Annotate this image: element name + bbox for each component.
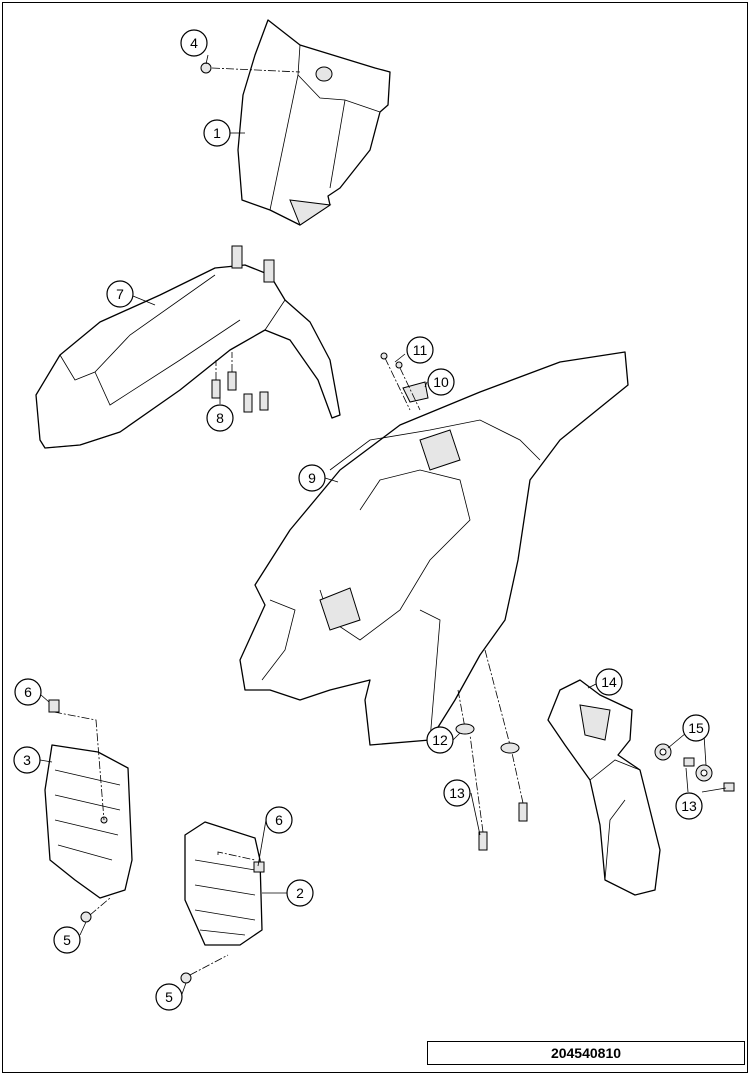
svg-text:6: 6	[24, 684, 32, 700]
svg-text:1: 1	[213, 125, 221, 141]
callout-10: 10	[427, 368, 455, 396]
callout-2: 2	[286, 879, 314, 907]
callout-6b: 6	[265, 806, 293, 834]
callout-5a: 5	[53, 926, 81, 954]
leader-15b	[703, 734, 707, 766]
svg-text:5: 5	[165, 989, 173, 1005]
svg-text:13: 13	[681, 798, 697, 814]
svg-text:13: 13	[449, 785, 465, 801]
callout-12: 12	[426, 726, 454, 754]
part-washers-15-13	[654, 743, 735, 792]
callout-15: 15	[682, 714, 710, 742]
callout-7: 7	[106, 280, 134, 308]
leader-4	[205, 54, 209, 65]
leader-14	[587, 683, 597, 689]
part-rear-fender	[239, 351, 629, 746]
leader-7	[132, 295, 156, 306]
callout-13b: 13	[675, 792, 703, 820]
callout-3: 3	[13, 746, 41, 774]
svg-text:5: 5	[63, 932, 71, 948]
svg-text:9: 9	[308, 470, 316, 486]
document-number-box: 204540810	[427, 1041, 745, 1065]
callout-8: 8	[206, 404, 234, 432]
part-bracket-10-11	[380, 352, 429, 411]
svg-text:2: 2	[296, 885, 304, 901]
part-number-plate	[237, 19, 391, 226]
svg-text:6: 6	[275, 812, 283, 828]
leader-13c	[701, 787, 727, 793]
leader-3	[39, 759, 53, 763]
part-grommets-12-13	[455, 723, 528, 851]
svg-text:14: 14	[601, 674, 617, 690]
part-radiator-shroud-left	[44, 699, 133, 923]
callout-1: 1	[203, 119, 231, 147]
svg-text:4: 4	[190, 35, 198, 51]
leader-6a	[40, 694, 50, 703]
svg-text:7: 7	[116, 286, 124, 302]
callout-4: 4	[180, 29, 208, 57]
svg-text:12: 12	[432, 732, 448, 748]
callout-11: 11	[406, 336, 434, 364]
leader-12	[452, 732, 461, 741]
svg-text:15: 15	[688, 720, 704, 736]
svg-text:8: 8	[216, 410, 224, 426]
leader-15a	[667, 732, 687, 749]
leader-9	[324, 477, 339, 483]
leader-13a	[470, 792, 481, 836]
leader-10	[424, 381, 428, 388]
leader-6b	[257, 819, 267, 867]
part-screws-8	[211, 352, 269, 413]
part-mudguard	[547, 679, 661, 896]
leader-5a	[79, 921, 87, 936]
part-radiator-shroud-right	[180, 821, 265, 984]
callout-6a: 6	[14, 678, 42, 706]
svg-text:10: 10	[433, 374, 449, 390]
callout-13a: 13	[443, 779, 471, 807]
leader-11	[394, 353, 406, 363]
callout-14: 14	[595, 668, 623, 696]
svg-text:3: 3	[23, 752, 31, 768]
part-front-fender	[35, 245, 341, 449]
document-number: 204540810	[550, 1045, 622, 1061]
leader-13b	[685, 767, 689, 793]
svg-text:11: 11	[413, 342, 428, 358]
callout-9: 9	[298, 464, 326, 492]
callout-5b: 5	[155, 983, 183, 1011]
leader-5b	[181, 982, 187, 995]
